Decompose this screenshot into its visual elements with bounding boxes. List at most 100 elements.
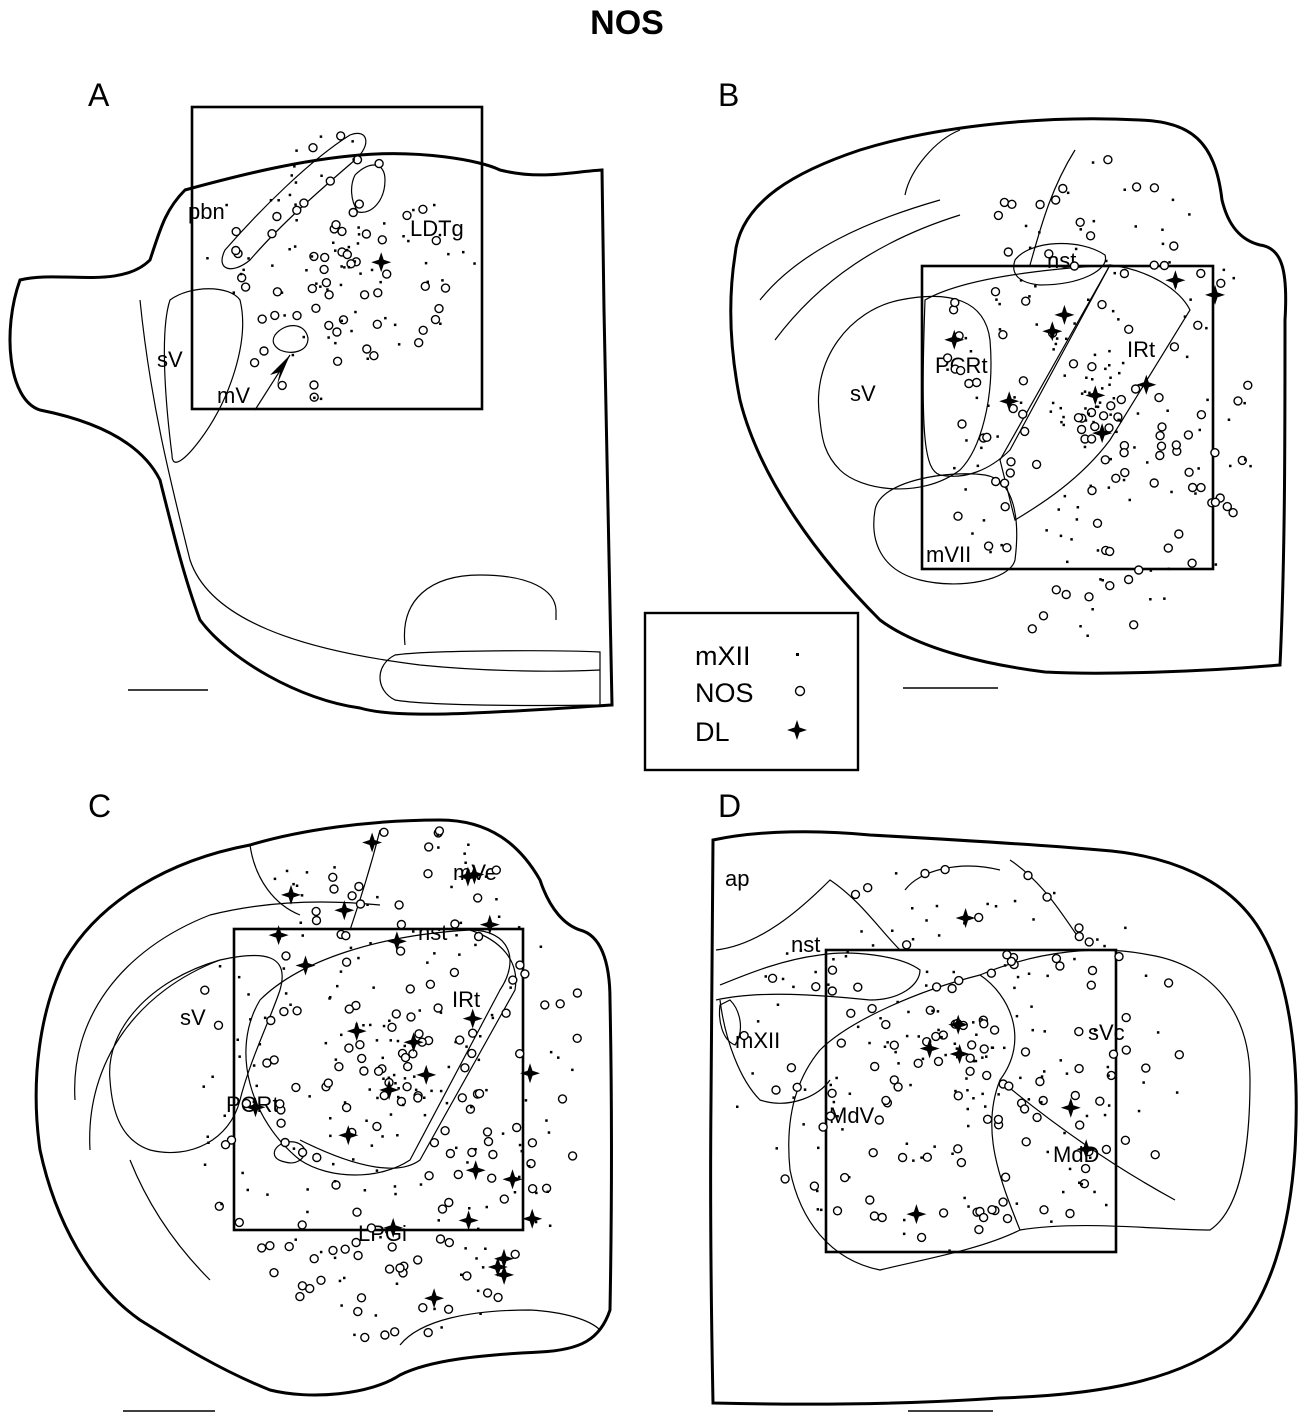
nos-marker (231, 245, 241, 256)
mxii-marker (836, 1115, 839, 1118)
mxii-marker (931, 1009, 934, 1013)
mxii-marker (1249, 464, 1252, 468)
nos-marker (434, 303, 444, 314)
dl-marker (1092, 423, 1113, 444)
mxii-marker (241, 1171, 244, 1175)
mxii-marker (925, 970, 929, 974)
mxii-marker (359, 272, 362, 275)
mxii-marker (376, 1096, 379, 1100)
mxii-marker (1091, 161, 1095, 164)
mxii-marker (1062, 1190, 1065, 1194)
nos-marker (1035, 1076, 1045, 1087)
mxii-marker (402, 1103, 405, 1107)
mxii-marker (966, 1107, 969, 1111)
nos-marker (1104, 423, 1114, 433)
mxii-marker (1197, 467, 1200, 470)
mxii-marker (485, 1205, 488, 1209)
nos-marker (953, 1091, 963, 1101)
panel-d-inner-3 (719, 999, 831, 1104)
panel-d-inner-4 (718, 999, 742, 1046)
mxii-marker (998, 302, 1001, 306)
nos-marker (1155, 450, 1165, 461)
dl-marker (371, 252, 392, 273)
mxii-marker (333, 1256, 337, 1260)
nos-marker (1174, 529, 1184, 539)
mxii-marker (981, 1056, 984, 1059)
mxii-marker (295, 149, 298, 152)
nos-marker (483, 1136, 494, 1147)
nos-marker (840, 1172, 850, 1183)
mxii-marker (347, 266, 351, 269)
nos-marker (1149, 183, 1160, 193)
nos-marker (344, 1043, 354, 1053)
panel-b-region-5: mVII (926, 542, 971, 567)
mxii-marker (202, 1085, 205, 1088)
mxii-marker (459, 921, 463, 925)
nos-marker (971, 377, 982, 388)
mxii-marker (921, 1057, 925, 1061)
mxii-marker (1016, 975, 1020, 979)
nos-marker (309, 251, 319, 262)
nos-marker (355, 1039, 365, 1050)
mxii-marker (969, 350, 973, 353)
nos-marker (1086, 434, 1097, 444)
mxii-marker (414, 1088, 418, 1092)
mxii-marker (305, 269, 308, 272)
dl-marker (948, 1014, 969, 1035)
nos-marker (226, 1135, 237, 1145)
mxii-marker (470, 1105, 473, 1109)
nos-marker (462, 1271, 472, 1281)
nos-marker (1184, 467, 1194, 477)
nos-marker (444, 1197, 454, 1208)
mxii-marker (1013, 986, 1016, 990)
nos-marker (373, 1066, 384, 1077)
mxii-marker (450, 885, 453, 889)
mxii-marker (273, 877, 277, 881)
nos-marker (269, 1267, 279, 1278)
nos-marker (1035, 199, 1045, 210)
nos-marker (739, 1030, 749, 1041)
mxii-marker (350, 329, 353, 333)
mxii-marker (776, 1003, 780, 1006)
nos-marker (1183, 430, 1194, 440)
panel-a-letter: A (88, 77, 110, 113)
mxii-marker (954, 1089, 957, 1093)
mxii-marker (343, 1276, 346, 1280)
mxii-marker (1043, 1030, 1046, 1033)
mxii-marker (334, 1058, 338, 1061)
nos-marker (1121, 1012, 1131, 1023)
nos-marker (267, 228, 277, 239)
mxii-marker (218, 965, 222, 968)
mxii-marker (974, 1059, 978, 1063)
nos-marker (323, 1078, 333, 1088)
nos-marker (443, 1304, 454, 1315)
nos-marker (405, 984, 415, 994)
mxii-marker (345, 248, 349, 252)
nos-marker (811, 982, 821, 992)
mxii-marker (1085, 376, 1088, 379)
mxii-marker (284, 992, 288, 995)
nos-marker (234, 1217, 245, 1228)
nos-marker (488, 1149, 498, 1160)
mxii-marker (1142, 1081, 1145, 1084)
nos-marker (868, 1147, 878, 1158)
mxii-marker (315, 282, 318, 285)
dl-marker (1076, 1139, 1097, 1160)
nos-marker (1055, 961, 1065, 971)
panel-c-region-5: PCRt (226, 1092, 279, 1117)
panel-b-box (920, 264, 1215, 571)
dl-marker (458, 1210, 479, 1231)
mxii-marker (1117, 318, 1120, 321)
nos-marker (870, 1061, 880, 1072)
dl-marker (457, 866, 478, 887)
mxii-marker (1066, 560, 1069, 564)
nos-marker (277, 380, 287, 391)
mxii-marker (986, 902, 989, 906)
mxii-marker (937, 1028, 940, 1032)
nos-marker (408, 1049, 418, 1059)
mxii-marker (419, 1183, 423, 1186)
nos-marker (400, 1052, 411, 1063)
panel-a-region-4: mV (217, 383, 250, 408)
nos-marker (874, 1115, 884, 1125)
dl-marker (268, 925, 289, 946)
